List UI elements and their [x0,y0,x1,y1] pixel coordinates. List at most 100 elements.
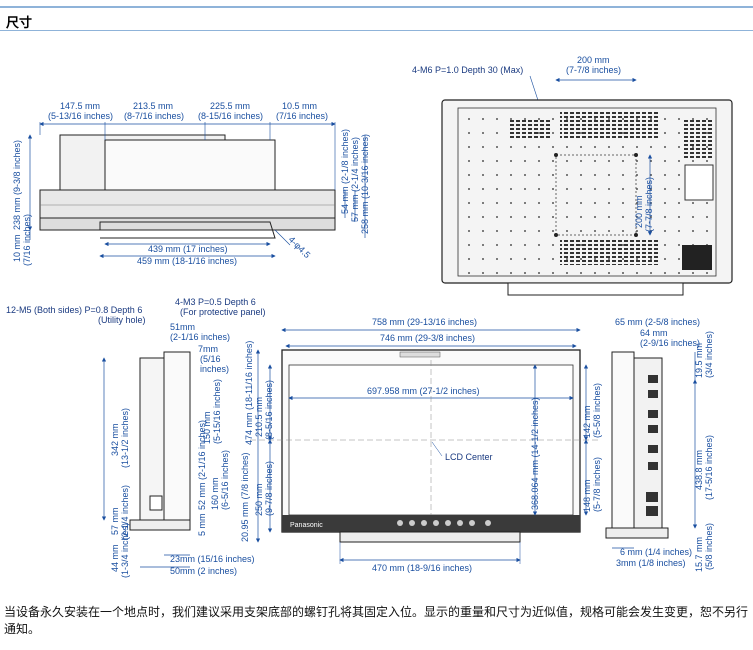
front-w697-label: 697.958 mm (27-1/2 inches) [367,386,480,396]
rear-h200-label: 200 mm [634,195,644,228]
front-control-buttons [397,520,491,526]
rear-power-inlet [682,245,712,270]
rear-h200-inch-label: (7-7/8 inches) [644,177,654,232]
top-w3-label: 225.5 mm [210,101,250,111]
left-h342-inch-label: (13-1/2 inches) [120,408,130,468]
header-top-rule [0,6,753,8]
front-brand-logo: Panasonic [290,522,323,529]
front-view: 4-M3 P=0.5 Depth 6 (For protective panel… [175,297,602,573]
top-w1-inch-label: (5-13/16 inches) [48,111,113,121]
front-m3-sub-label: (For protective panel) [180,307,266,317]
top-h-10-inch-label: (7/16 inches) [22,214,32,266]
rear-label-plate [684,164,714,201]
left-h160-inch-label: (6-5/16 inches) [220,450,230,510]
right-h15-inch-label: (5/8 inches) [704,523,714,570]
left-h57-label: 57 mm [110,507,120,535]
front-control-strip [282,515,580,532]
front-h250-inch-label: (9-7/8 inches) [264,461,274,516]
left-h57-inch-label: (2-1/4 inches) [120,485,130,540]
right-io-ports [646,375,658,516]
top-h-10-label: 10 mm [12,234,22,262]
right-h438-label: 438.8 mm [694,450,704,490]
front-h474-label: 474 mm (18-11/16 inches) [244,341,254,445]
right-stand-base [605,527,669,539]
front-h250-label: 250 mm [254,483,264,516]
top-view-stand [99,221,276,239]
right-side-view: 65 mm (2-5/8 inches) 64 mm (2-9/16 inche… [605,317,714,572]
front-w470-label: 470 mm (18-9/16 inches) [372,563,472,573]
right-body [633,357,663,529]
top-view-bezel [39,217,336,231]
front-stand-base [339,531,521,543]
rear-vesa-pattern [555,154,637,236]
right-h19-inch-label: (3/4 inches) [704,331,714,378]
section-title: 尺寸 [6,16,33,31]
left-h52-label: 52 mm (2-1/16 inches) [197,420,207,510]
left-d7-inch2-label: inches) [200,364,229,374]
rear-vent-right [682,118,712,158]
left-d23-label: 23mm (15/16 inches) [170,554,255,564]
front-h148-inch-label: (5-7/8 inches) [592,457,602,512]
right-h438-inch-label: (17-5/16 inches) [704,435,714,500]
right-d6-label: 6 mm (1/4 inches) [620,547,692,557]
front-h142-label: 142 mm [582,405,592,438]
rear-screw-label: 4-M6 P=1.0 Depth 30 (Max) [412,65,523,75]
rear-w200-label: 200 mm [577,55,610,65]
front-h20-label: 20.95 mm (7/8 inches) [240,452,250,542]
front-h210-label: 210.5 mm [254,397,264,437]
front-h368-label: 368.064 mm (14-1/2 inches) [530,397,540,510]
left-h150-label: 150 mm [202,411,212,444]
left-h44-inch-label: (1-3/4 inches) [120,523,130,578]
top-b-459-label: 459 mm (18-1/16 inches) [137,256,237,266]
top-view-upper-box [104,139,276,191]
right-front-bezel [611,351,635,529]
left-d51-label: 51mm [170,322,195,332]
front-h142-inch-label: (5-5/8 inches) [592,383,602,438]
left-h342-label: 342 mm [110,423,120,456]
top-w4-inch-label: (7/16 inches) [276,111,328,121]
top-h-258-label: 258 mm (10-3/16 inches) [360,134,370,234]
top-w2-label: 213.5 mm [133,101,173,111]
front-h148-label: 148 mm [582,479,592,512]
top-h-57-label: 57 mm (2-1/4 inches) [350,137,360,222]
rear-stand-foot [507,282,684,296]
front-w758-label: 758 mm (29-13/16 inches) [372,317,477,327]
left-h150-inch-label: (5-15/16 inches) [212,379,222,444]
section-header: 尺寸 [0,0,753,31]
left-d7-label: 7mm [198,344,218,354]
footer-note: 当设备永久安装在一个地点时，我们建议采用支架底部的螺钉孔将其固定入位。显示的重量… [4,605,749,636]
left-h44-label: 44 mm [110,544,120,572]
left-front-bezel [163,351,191,525]
top-w3-inch-label: (8-15/16 inches) [198,111,263,121]
right-h15-label: 15.7 mm [694,537,704,572]
rear-w200-inch-label: (7-7/8 inches) [566,65,621,75]
rear-vent-bottom [560,240,660,265]
right-h19-label: 19.5 mm [694,343,704,378]
dimension-drawing: 147.5 mm (5-13/16 inches) 213.5 mm (8-7/… [6,55,733,578]
rear-vent-left [510,120,550,140]
left-stand-base [129,519,191,531]
left-h160-label: 160 mm [210,477,220,510]
front-m3-label: 4-M3 P=0.5 Depth 6 [175,297,256,307]
front-w746-label: 746 mm (29-3/8 inches) [380,333,475,343]
left-side-view: 12-M5 (Both sides) P=0.8 Depth 6 (Utilit… [6,305,255,578]
top-view: 147.5 mm (5-13/16 inches) 213.5 mm (8-7/… [12,101,370,266]
rear-view: 4-M6 P=1.0 Depth 30 (Max) 200 mm (7-7/8 … [412,55,733,296]
right-d64-label: 64 mm [640,328,668,338]
left-d50-label: 50mm (2 inches) [170,566,237,576]
top-w2-inch-label: (8-7/16 inches) [124,111,184,121]
left-m5-label: 12-M5 (Both sides) P=0.8 Depth 6 [6,305,142,315]
front-lcd-center-label: LCD Center [445,452,493,462]
left-utility-hole [149,495,163,511]
left-d51-inch-label: (2-1/16 inches) [170,332,230,342]
rear-vent-top [560,110,660,140]
header-bottom-rule [0,30,753,31]
left-h5-label: 5 mm [197,514,207,537]
left-m5-sub-label: (Utility hole) [98,315,146,325]
top-w4-label: 10.5 mm [282,101,317,111]
right-d3-label: 3mm (1/8 inches) [616,558,686,568]
top-w1-label: 147.5 mm [60,101,100,111]
top-b-439-label: 439 mm (17 inches) [148,244,228,254]
top-view-front-panel [39,189,336,219]
front-h210-inch-label: (8-5/16 inches) [264,380,274,440]
